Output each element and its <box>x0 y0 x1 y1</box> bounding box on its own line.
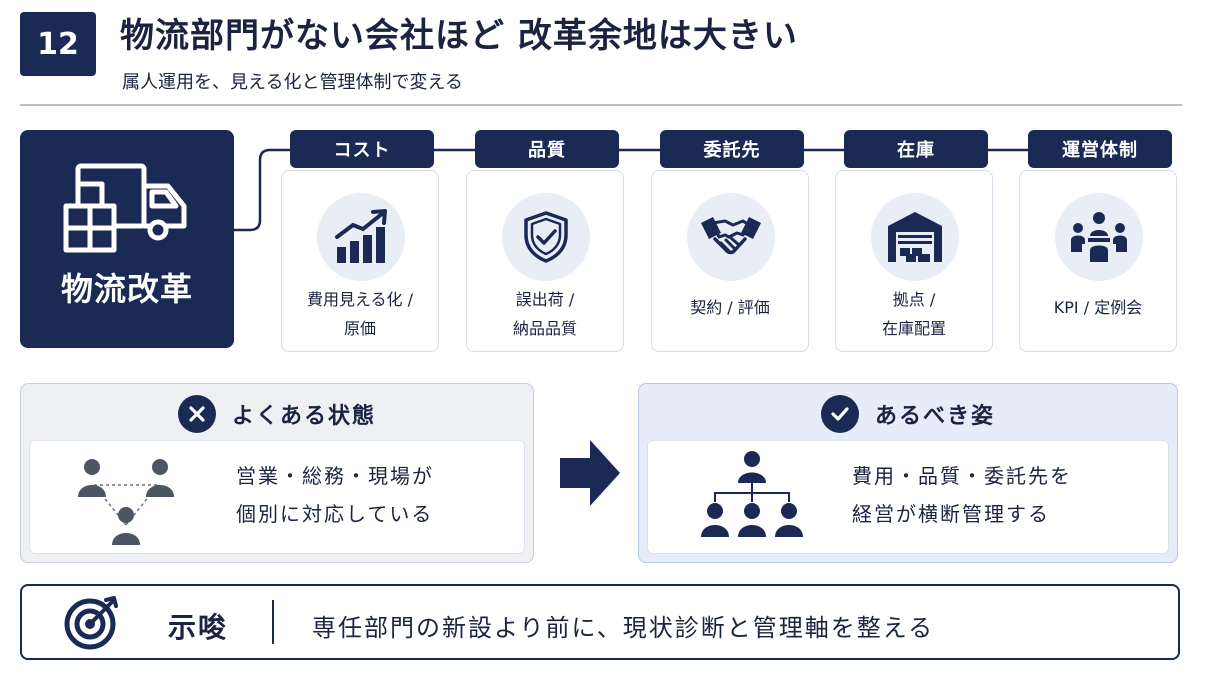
category-desc-line1: 拠点 / <box>892 290 936 309</box>
current-state-content: 営業・総務・現場が 個別に対応している <box>29 440 525 554</box>
current-state-title: よくある状態 <box>231 404 376 429</box>
hero-label: 物流改革 <box>60 270 193 308</box>
category-desc-line2: 原価 <box>343 319 376 338</box>
ideal-state-panel: あるべき姿 費用・品質・委託先を 経営が横断管理する <box>638 383 1178 563</box>
right-arrow-icon <box>560 440 620 506</box>
slide-number: 12 <box>37 26 79 62</box>
category-card-operations: KPI / 定例会 <box>1019 170 1177 352</box>
ideal-state-line2: 経営が横断管理する <box>852 502 1050 526</box>
warehouse-icon <box>871 193 959 281</box>
implication-bar: 示唆 専任部門の新設より前に、現状診断と管理軸を整える <box>20 584 1180 660</box>
category-desc-line2: 在庫配置 <box>881 319 946 338</box>
category-card-quality: 誤出荷 / 納品品質 <box>466 170 624 352</box>
shield-check-icon <box>502 193 590 281</box>
slide-number-badge: 12 <box>20 12 96 76</box>
implication-message: 専任部門の新設より前に、現状診断と管理軸を整える <box>312 614 935 642</box>
team-meeting-icon <box>1055 193 1143 281</box>
implication-label: 示唆 <box>168 611 229 644</box>
category-desc-line1: 契約 / 評価 <box>690 298 770 317</box>
category-header-inventory: 在庫 <box>844 130 988 168</box>
check-circle-icon <box>820 395 859 433</box>
category-desc-line1: 費用見える化 / <box>307 290 413 309</box>
category-card-contractor: 契約 / 評価 <box>651 170 809 352</box>
current-state-line2: 個別に対応している <box>236 502 434 526</box>
current-state-panel: よくある状態 営業・総務・現場が 個別に対応している <box>20 383 534 563</box>
category-header-contractor: 委託先 <box>660 130 804 168</box>
truck-with-boxes-icon <box>63 163 187 253</box>
logistics-reform-block: 物流改革 <box>20 130 234 348</box>
org-chart-icon <box>701 451 803 537</box>
target-icon <box>64 596 118 650</box>
category-desc-line2: 納品品質 <box>512 319 577 338</box>
slide-title: 物流部門がない会社ほど 改革余地は大きい <box>120 16 798 56</box>
category-header-operations: 運営体制 <box>1028 130 1172 168</box>
category-desc-line1: 誤出荷 / <box>515 290 575 309</box>
scattered-people-icon <box>78 459 174 545</box>
category-header-cost: コスト <box>290 130 434 168</box>
category-desc-line1: KPI / 定例会 <box>1053 298 1143 317</box>
category-card-inventory: 拠点 / 在庫配置 <box>835 170 993 352</box>
category-header-quality: 品質 <box>475 130 619 168</box>
ideal-state-line1: 費用・品質・委託先を <box>852 464 1072 488</box>
x-circle-icon <box>177 395 216 433</box>
header-divider <box>20 104 1182 106</box>
handshake-icon <box>687 193 775 281</box>
current-state-line1: 営業・総務・現場が <box>236 464 434 488</box>
category-card-cost: 費用見える化 / 原価 <box>281 170 439 352</box>
rising-bar-chart-icon <box>317 193 405 281</box>
slide-subtitle: 属人運用を、見える化と管理体制で変える <box>122 72 463 93</box>
implication-divider <box>272 600 274 644</box>
ideal-state-content: 費用・品質・委託先を 経営が横断管理する <box>647 440 1169 554</box>
ideal-state-title: あるべき姿 <box>874 404 995 429</box>
